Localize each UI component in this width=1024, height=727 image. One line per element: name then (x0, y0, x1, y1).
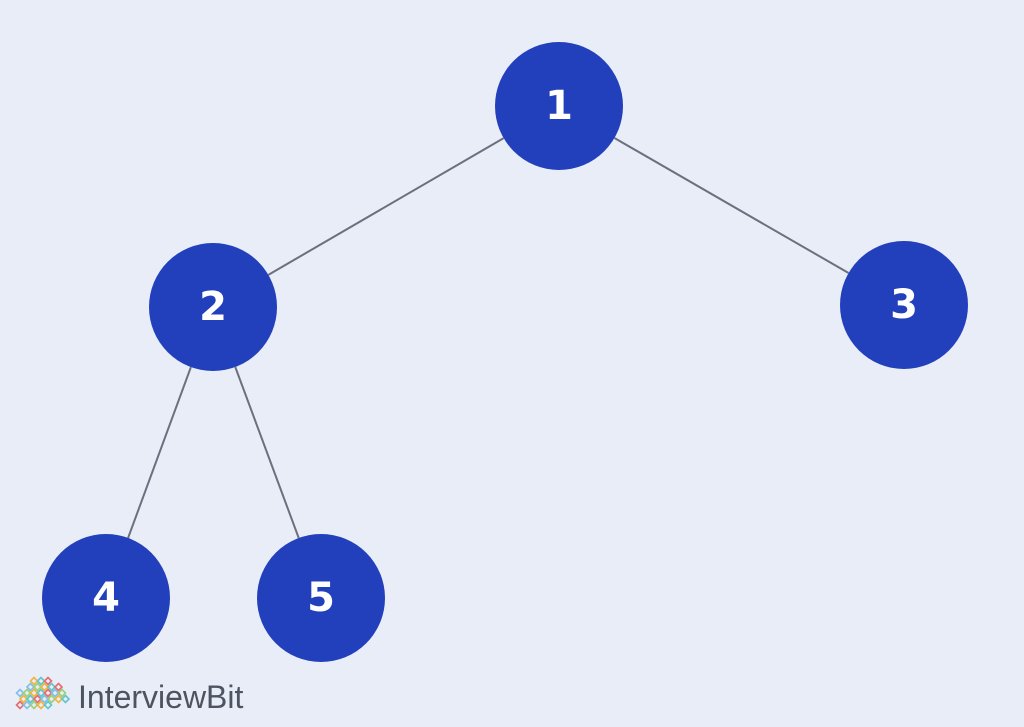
edge-n1-n2 (267, 137, 505, 276)
logo-diamond (60, 694, 71, 704)
interviewbit-logo: InterviewBit (14, 675, 243, 719)
tree-node-3: 3 (840, 241, 968, 369)
node-circle (149, 243, 277, 371)
logo-diamond (22, 700, 32, 710)
logo-diamond (39, 694, 50, 704)
logo-diamond (39, 682, 50, 692)
node-label: 3 (890, 282, 918, 328)
tree-node-2: 2 (149, 243, 277, 371)
logo-diamond (15, 688, 25, 698)
node-label: 4 (92, 575, 120, 621)
node-label: 5 (307, 575, 335, 621)
logo-diamond (32, 682, 43, 692)
edge-n2-n5 (234, 366, 300, 539)
logo-diamond (22, 688, 32, 698)
node-circle (840, 241, 968, 369)
logo-diamond (25, 682, 36, 692)
logo-diamond (36, 676, 46, 686)
logo-diamond (29, 700, 39, 710)
logo-diamond (46, 694, 57, 704)
node-circle (495, 42, 623, 170)
logo-diamond (53, 694, 64, 704)
logo-diamond (50, 688, 60, 698)
tree-nodes: 1 2 3 4 5 (42, 42, 968, 662)
logo-diamond (15, 700, 25, 710)
logo-diamond (57, 688, 67, 698)
logo-diamond (43, 700, 53, 710)
logo-diamond (36, 700, 46, 710)
edge-n2-n4 (127, 366, 192, 539)
logo-diamond (29, 676, 39, 686)
logo-diamond (25, 694, 36, 704)
logo-diamond (36, 688, 46, 698)
logo-diamond (32, 694, 43, 704)
edge-n1-n3 (613, 137, 850, 274)
node-circle (257, 534, 385, 662)
logo-diamond (46, 682, 57, 692)
interviewbit-diamond-logo-icon (15, 676, 71, 710)
node-circle (42, 534, 170, 662)
logo-diamond (29, 688, 39, 698)
tree-node-5: 5 (257, 534, 385, 662)
logo-diamond (18, 694, 29, 704)
logo-diamond (43, 676, 53, 686)
node-label: 2 (199, 284, 227, 330)
logo-diamond (53, 682, 64, 692)
node-label: 1 (545, 83, 573, 129)
logo-text: InterviewBit (78, 678, 244, 715)
tree-node-1: 1 (495, 42, 623, 170)
logo-diamond (43, 688, 53, 698)
tree-node-4: 4 (42, 534, 170, 662)
tree-edges (127, 137, 850, 539)
